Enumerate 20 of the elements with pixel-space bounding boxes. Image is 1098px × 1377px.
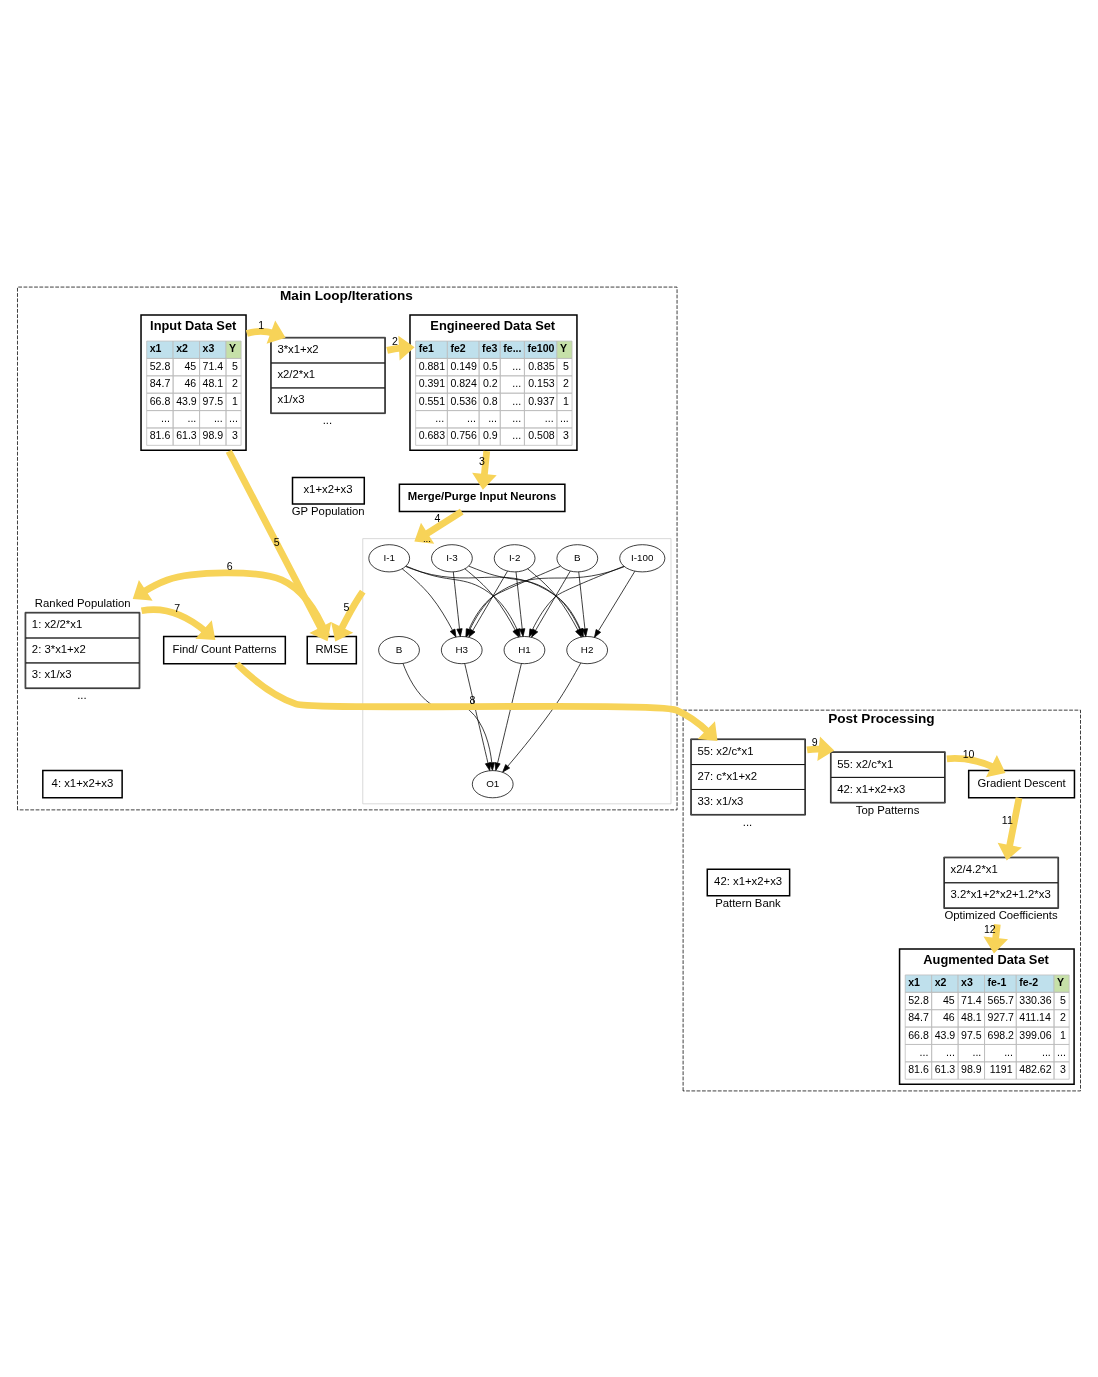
edge-label: 4 <box>434 511 441 524</box>
node-label: Ranked Population <box>34 596 131 609</box>
node-label: GP Population <box>291 504 365 517</box>
node-label: ... <box>742 815 753 828</box>
edge-label: 8 <box>469 693 476 706</box>
node-label: Top Patterns <box>855 803 920 816</box>
edge-label: 5 <box>343 600 350 613</box>
edge-label: 2 <box>392 334 398 347</box>
node-label: Optimized Coefficients <box>944 908 1058 921</box>
edge-label: 5 <box>273 535 280 548</box>
edge-label: 9 <box>811 735 818 748</box>
node-label: ... <box>77 688 87 701</box>
edge-label: 1 <box>258 318 265 331</box>
edge-label: 7 <box>174 601 181 614</box>
edge-label: 10 <box>962 747 975 760</box>
edge-label: 3 <box>479 454 485 467</box>
node-label: ... <box>422 532 432 544</box>
node-label: Pattern Bank <box>715 896 781 909</box>
edge-label: 6 <box>226 559 233 572</box>
node-label: ... <box>322 413 333 426</box>
